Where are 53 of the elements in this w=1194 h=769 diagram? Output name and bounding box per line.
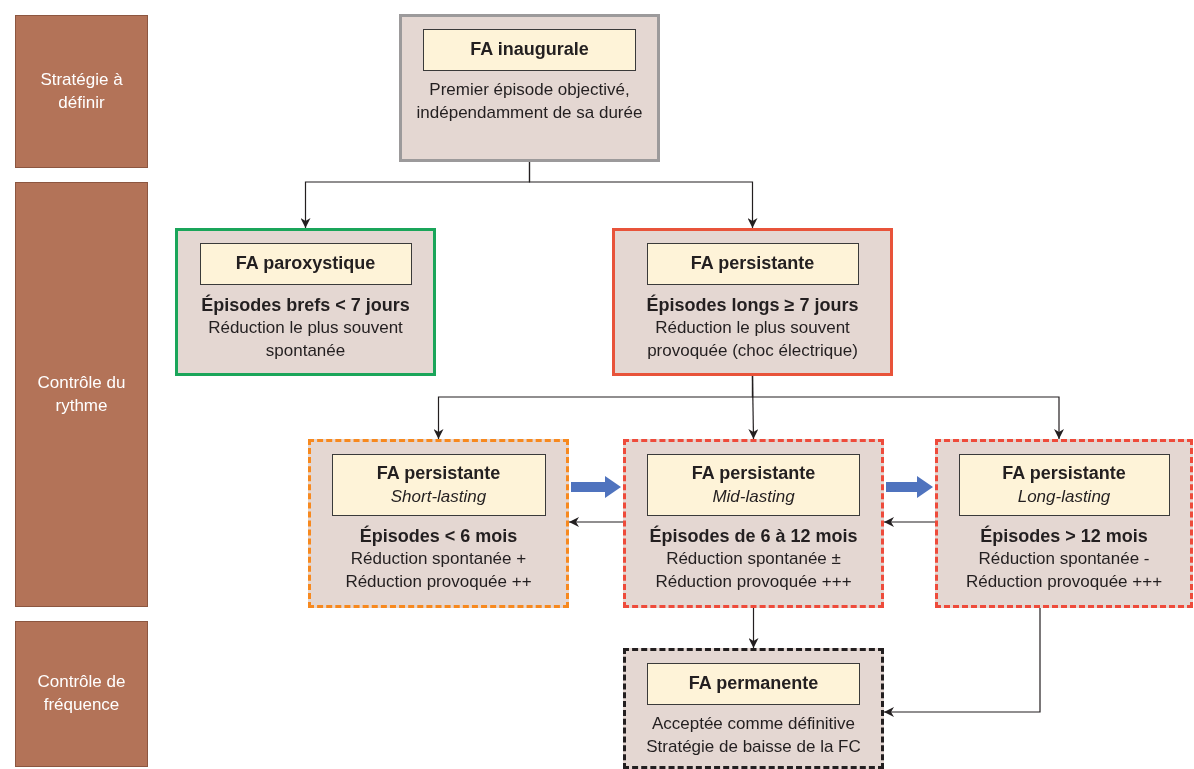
phase-band (15, 15, 148, 168)
header-title: FA persistante (1002, 462, 1126, 486)
episode-duration: Épisodes brefs < 7 jours (201, 293, 410, 317)
description-text: Réduction spontanée ± (666, 548, 841, 571)
episode-duration: Épisodes longs ≥ 7 jours (646, 293, 859, 317)
description-text: Acceptée comme définitive Stratégie de baisse de la FC (645, 713, 862, 758)
header-title: FA persistante (376, 462, 501, 486)
category-box (175, 228, 436, 376)
arrow (528, 161, 758, 229)
phase-band (15, 182, 148, 607)
header-subtitle: Long-lasting (1017, 485, 1111, 508)
header-box (646, 243, 859, 285)
header-box (647, 663, 860, 705)
episode-duration: Épisodes < 6 mois (359, 524, 518, 548)
description-text: Réduction spontanée - (978, 548, 1150, 571)
header-title: FA paroxystique (235, 252, 376, 276)
description-text: Réduction provoquée ++ (345, 571, 532, 594)
phase-band (15, 621, 148, 767)
arrow (748, 607, 759, 649)
header-subtitle: Short-lasting (390, 485, 487, 508)
description-text: Réduction provoquée +++ (655, 571, 852, 594)
category-box (623, 439, 884, 608)
description-text: Réduction le plus souvent spontanée (207, 317, 404, 363)
episode-duration: Épisodes > 12 mois (980, 524, 1148, 548)
header-title: FA persistante (691, 462, 816, 486)
header-subtitle: Mid-lasting (712, 485, 795, 508)
block-arrow (886, 476, 933, 498)
header-box (423, 29, 636, 71)
episode-duration: Épisodes de 6 à 12 mois (649, 524, 858, 548)
arrow (751, 375, 1064, 440)
description-text: Réduction spontanée + (350, 548, 527, 571)
description-text: Réduction provoquée +++ (965, 571, 1163, 594)
phase-label: Contrôle de fréquence (36, 671, 127, 716)
block-arrow (571, 476, 621, 498)
header-title: FA persistante (690, 252, 815, 276)
phase-label: Stratégie à définir (39, 68, 124, 114)
category-box (612, 228, 893, 376)
arrow (883, 607, 1041, 717)
category-box (935, 439, 1193, 608)
header-box (199, 243, 412, 285)
category-box (308, 439, 569, 608)
header-box (647, 454, 860, 516)
header-box (331, 454, 546, 516)
phase-label: Contrôle du rythme (36, 371, 127, 417)
arrow (883, 517, 936, 527)
header-title: FA permanente (688, 672, 819, 696)
description-text: Réduction le plus souvent provoquée (choc électrique) (646, 317, 859, 363)
description-text: Premier épisode objectivé, indépendamment de sa durée (415, 79, 644, 124)
header-box (958, 454, 1170, 516)
category-box (623, 648, 884, 769)
header-title: FA inaugurale (470, 38, 589, 62)
arrow (568, 517, 624, 527)
category-box (399, 14, 660, 162)
